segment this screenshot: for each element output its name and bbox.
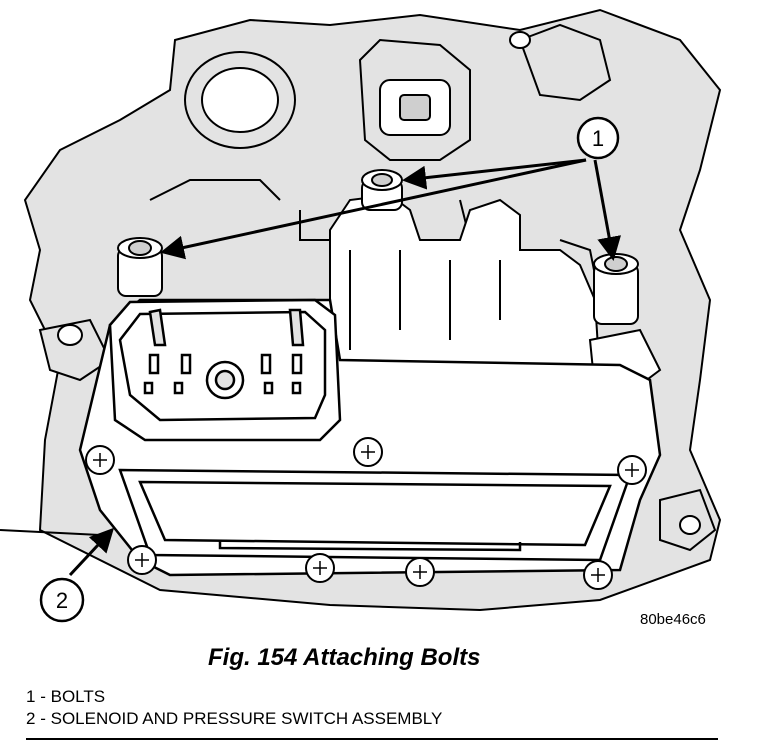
cover-screw-7 xyxy=(583,560,613,590)
bottom-rule xyxy=(26,738,718,740)
left-edge-line xyxy=(0,529,101,536)
legend-number: 1 xyxy=(26,687,36,706)
legend-separator: - xyxy=(40,687,46,706)
legend-separator: - xyxy=(40,709,46,728)
attaching-bolt-right xyxy=(593,253,639,325)
attaching-bolt-left xyxy=(117,237,163,297)
figure-caption: Fig. 154 Attaching Bolts xyxy=(208,644,481,671)
case-details xyxy=(38,23,717,552)
legend-number: 2 xyxy=(26,709,36,728)
cover-screw-3 xyxy=(617,455,647,485)
callout-2-label: 2 xyxy=(56,588,68,613)
callout-1-arrows xyxy=(160,158,622,261)
legend-item-2: 2 - SOLENOID AND PRESSURE SWITCH ASSEMBL… xyxy=(26,708,442,730)
callout-1-bubble: 1 xyxy=(576,116,620,160)
callout-2-bubble: 2 xyxy=(39,577,85,623)
legend-text: BOLTS xyxy=(50,687,106,706)
cover-screw-2 xyxy=(353,437,383,467)
cover-screw-6 xyxy=(405,557,435,587)
legend: 1 - BOLTS 2 - SOLENOID AND PRESSURE SWIT… xyxy=(26,686,442,730)
legend-item-1: 1 - BOLTS xyxy=(26,686,442,708)
cover-screw-4 xyxy=(127,545,157,575)
solenoid-assembly-illustration: 1 2 xyxy=(0,8,722,623)
cover-screws xyxy=(85,437,647,590)
legend-text: SOLENOID AND PRESSURE SWITCH ASSEMBLY xyxy=(50,709,443,728)
cover-screw-1 xyxy=(85,445,115,475)
callout-1-label: 1 xyxy=(592,126,604,151)
electrical-connector xyxy=(108,298,342,442)
cover-screw-5 xyxy=(305,553,335,583)
callout-2-arrow xyxy=(68,527,115,577)
image-code: 80be46c6 xyxy=(640,611,706,628)
